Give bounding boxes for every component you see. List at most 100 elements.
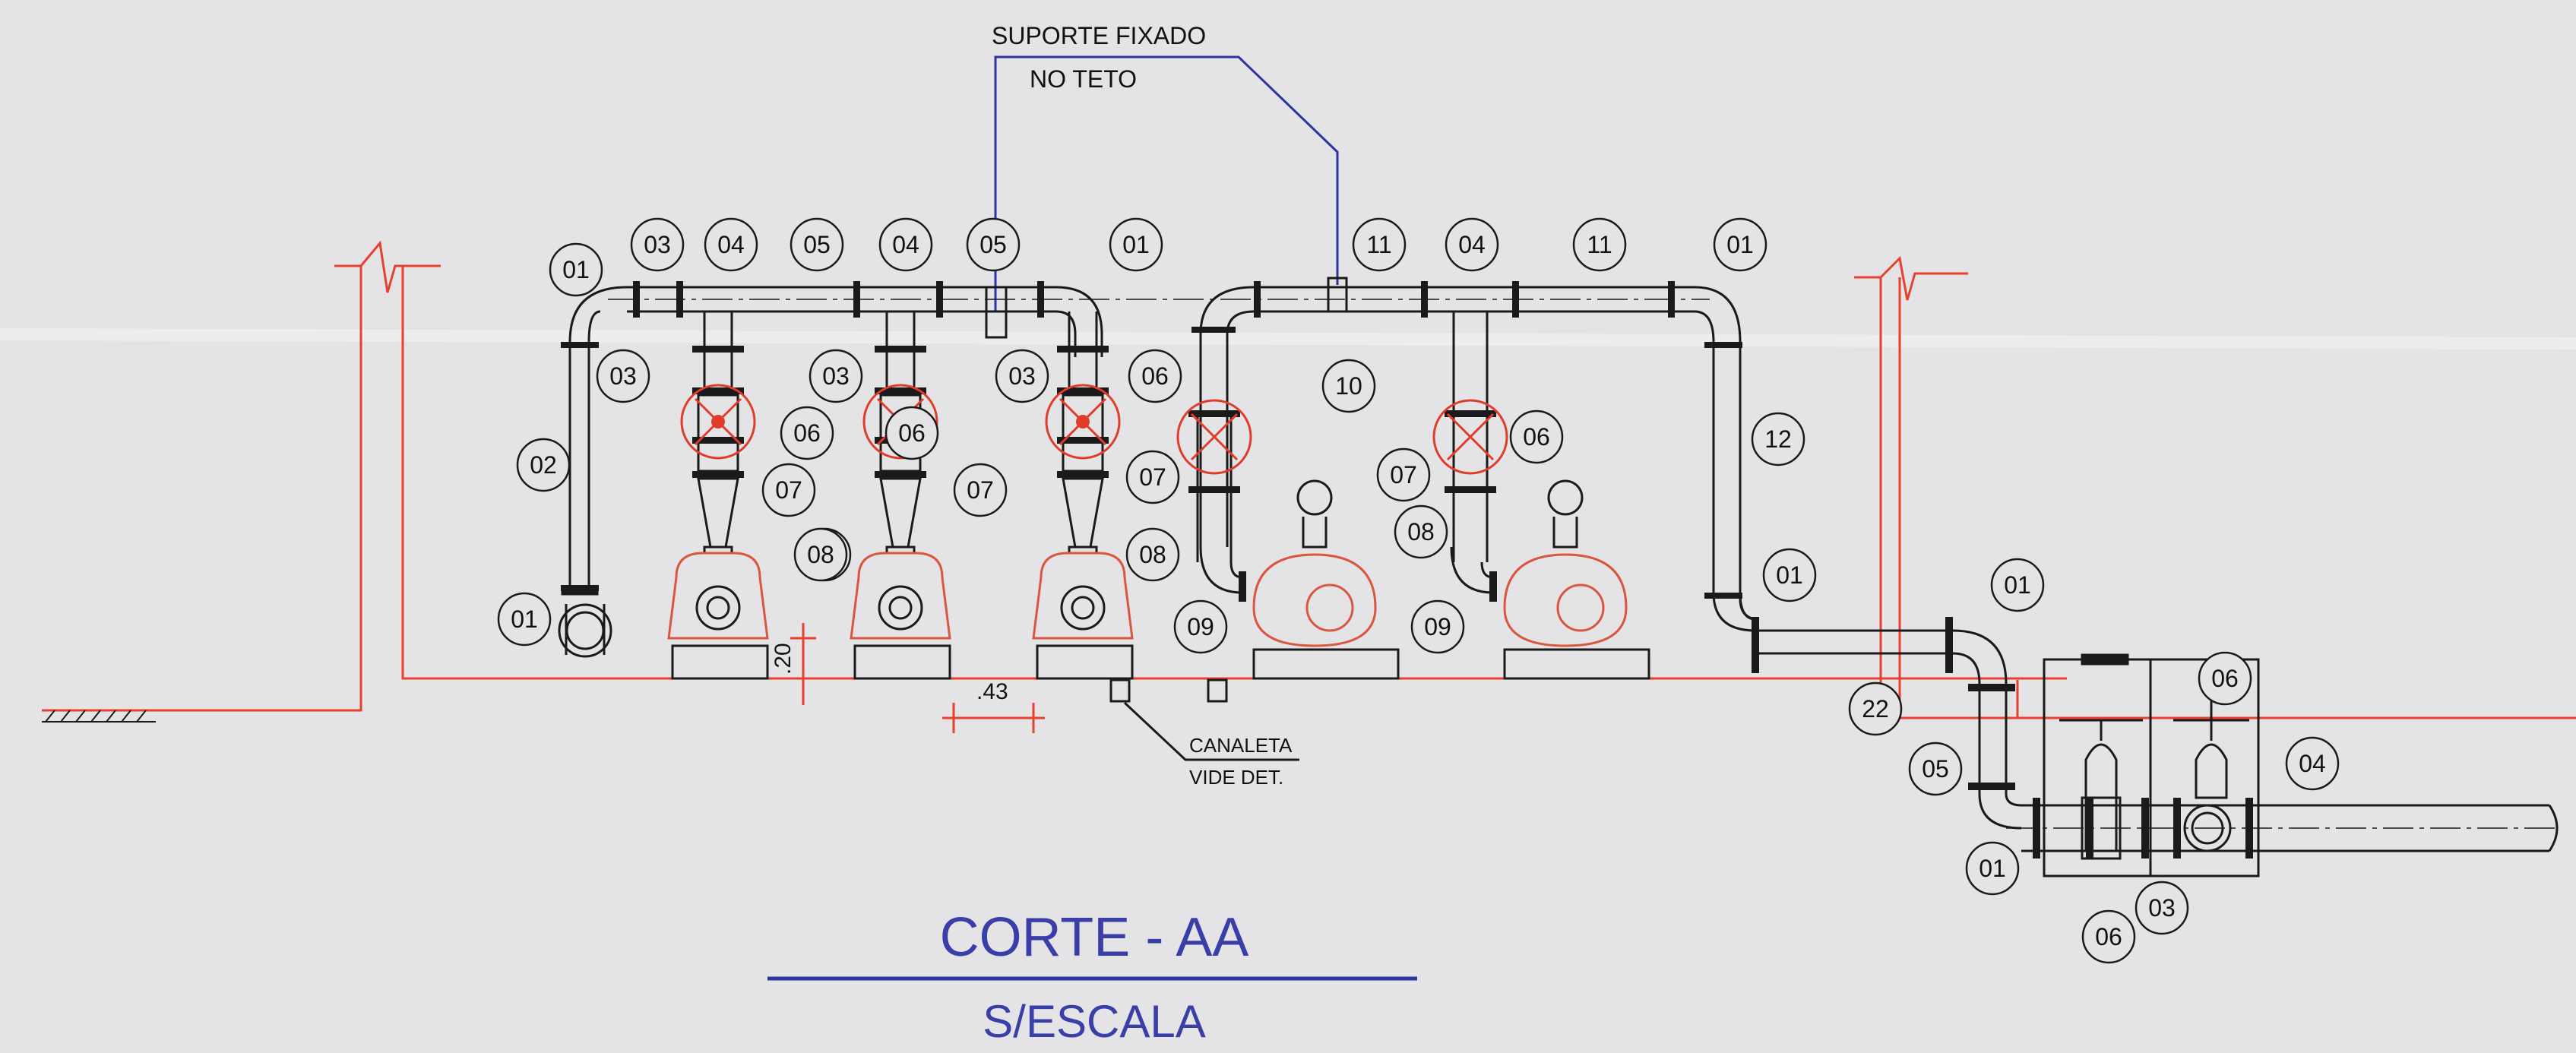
callout-bubbles: 01 03 04 05 04 05 01 11 04 11 01 02 03 03 03 06 10 06 06 06… bbox=[497, 217, 2340, 964]
support-leader-line bbox=[994, 55, 1339, 311]
callout-text: 06 bbox=[2211, 665, 2239, 692]
callout-08: 08 bbox=[793, 527, 848, 582]
callout-text: 12 bbox=[1764, 425, 1792, 453]
header-flanges bbox=[561, 281, 1742, 599]
callout-03: 03 bbox=[2135, 881, 2189, 935]
callout-text: 09 bbox=[1187, 613, 1214, 640]
callout-text: 06 bbox=[898, 419, 926, 447]
dimension-marks bbox=[790, 623, 1045, 733]
callout-01: 01 bbox=[549, 242, 603, 297]
callout-03: 03 bbox=[630, 217, 685, 272]
canaleta-line2: VIDE DET. bbox=[1189, 766, 1283, 789]
callout-08: 08 bbox=[1125, 527, 1180, 582]
callout-text: 01 bbox=[562, 256, 590, 283]
callout-01: 01 bbox=[1965, 841, 2020, 896]
callout-text: 03 bbox=[1008, 362, 1036, 390]
callout-text: 03 bbox=[644, 231, 671, 258]
support-text-line1: SUPORTE FIXADO bbox=[992, 22, 1206, 49]
callout-22: 22 bbox=[1848, 681, 1903, 736]
callout-text: 03 bbox=[609, 362, 637, 390]
callout-text: 01 bbox=[1979, 855, 2006, 882]
discharge-column-5 bbox=[1432, 311, 1508, 562]
callout-text: 08 bbox=[1407, 518, 1435, 545]
callout-text: 11 bbox=[1366, 231, 1391, 258]
canaleta-marks bbox=[1109, 678, 1299, 761]
callout-text: 06 bbox=[1523, 423, 1550, 451]
callout-text: 09 bbox=[1424, 613, 1451, 640]
callout-06: 06 bbox=[2081, 909, 2136, 964]
callout-11: 11 bbox=[1572, 217, 1627, 272]
callout-02: 02 bbox=[516, 438, 571, 492]
canaleta-line1: CANALETA bbox=[1189, 734, 1293, 757]
callout-text: 01 bbox=[1122, 231, 1150, 258]
callout-text: 06 bbox=[793, 419, 821, 447]
pump-1 bbox=[667, 552, 769, 640]
support-leaders bbox=[994, 55, 1339, 311]
callout-text: 06 bbox=[1141, 362, 1169, 390]
pump-3 bbox=[1032, 552, 1134, 640]
pump-column-1 bbox=[667, 311, 769, 680]
callout-06: 06 bbox=[780, 406, 834, 460]
dim-width-text: .43 bbox=[976, 679, 1008, 704]
callout-09: 09 bbox=[1410, 599, 1465, 654]
callout-03: 03 bbox=[596, 349, 650, 403]
callout-10: 10 bbox=[1321, 359, 1376, 413]
discharge-column-4 bbox=[1176, 399, 1252, 562]
callout-06: 06 bbox=[885, 406, 939, 460]
check-valve-3 bbox=[1045, 384, 1121, 460]
dim-height-text: .20 bbox=[771, 643, 796, 675]
callout-text: 04 bbox=[2299, 750, 2326, 777]
callout-08: 08 bbox=[1394, 504, 1448, 559]
callout-text: 02 bbox=[530, 451, 557, 479]
pump-4 bbox=[1199, 479, 1400, 680]
callout-09: 09 bbox=[1173, 599, 1228, 654]
callout-text: 07 bbox=[775, 476, 802, 504]
callout-12: 12 bbox=[1751, 412, 1805, 466]
callout-07: 07 bbox=[1125, 450, 1180, 504]
callout-text: 06 bbox=[2095, 923, 2122, 950]
callout-text: 01 bbox=[1726, 231, 1754, 258]
callout-text: 05 bbox=[803, 231, 831, 258]
callout-01: 01 bbox=[1109, 217, 1163, 272]
callout-text: 22 bbox=[1862, 695, 1889, 723]
left-ground-line bbox=[42, 264, 362, 712]
ground-hatch-icon bbox=[42, 710, 156, 723]
paper-fold bbox=[0, 328, 2576, 349]
callout-06: 06 bbox=[1509, 410, 1564, 464]
callout-04: 04 bbox=[878, 217, 933, 272]
callout-text: 01 bbox=[511, 606, 538, 633]
callout-text: 05 bbox=[1922, 755, 1949, 783]
callout-05: 05 bbox=[966, 217, 1021, 272]
callout-text: 10 bbox=[1335, 372, 1362, 400]
callout-text: 05 bbox=[979, 231, 1007, 258]
left-break-mark bbox=[359, 240, 441, 293]
callout-06: 06 bbox=[2198, 651, 2252, 706]
callout-01: 01 bbox=[1713, 217, 1767, 272]
callout-text: 04 bbox=[1458, 231, 1486, 258]
discharge-flanges bbox=[1752, 617, 2253, 859]
callout-text: 01 bbox=[2004, 571, 2031, 599]
callout-03: 03 bbox=[995, 349, 1049, 403]
callout-text: 07 bbox=[1390, 461, 1417, 489]
callout-05: 05 bbox=[790, 217, 844, 272]
callout-11: 11 bbox=[1352, 217, 1407, 272]
callout-04: 04 bbox=[1445, 217, 1499, 272]
callout-05: 05 bbox=[1908, 742, 1963, 796]
support-clamp-left bbox=[985, 286, 1008, 339]
callout-04: 04 bbox=[2285, 736, 2340, 791]
callout-text: 07 bbox=[1139, 463, 1166, 491]
callout-01: 01 bbox=[1990, 558, 2045, 612]
callout-text: 01 bbox=[1776, 561, 1803, 589]
support-clamp-right bbox=[1327, 277, 1348, 313]
section-scale: S/ESCALA bbox=[983, 996, 1205, 1047]
pump-5 bbox=[1450, 479, 1650, 680]
section-title: CORTE - AA bbox=[940, 907, 1249, 968]
check-valve-1 bbox=[680, 384, 756, 460]
callout-text: 03 bbox=[822, 362, 850, 390]
callout-06: 06 bbox=[1128, 349, 1182, 403]
pump-2 bbox=[850, 552, 951, 640]
callout-text: 03 bbox=[2148, 894, 2176, 922]
